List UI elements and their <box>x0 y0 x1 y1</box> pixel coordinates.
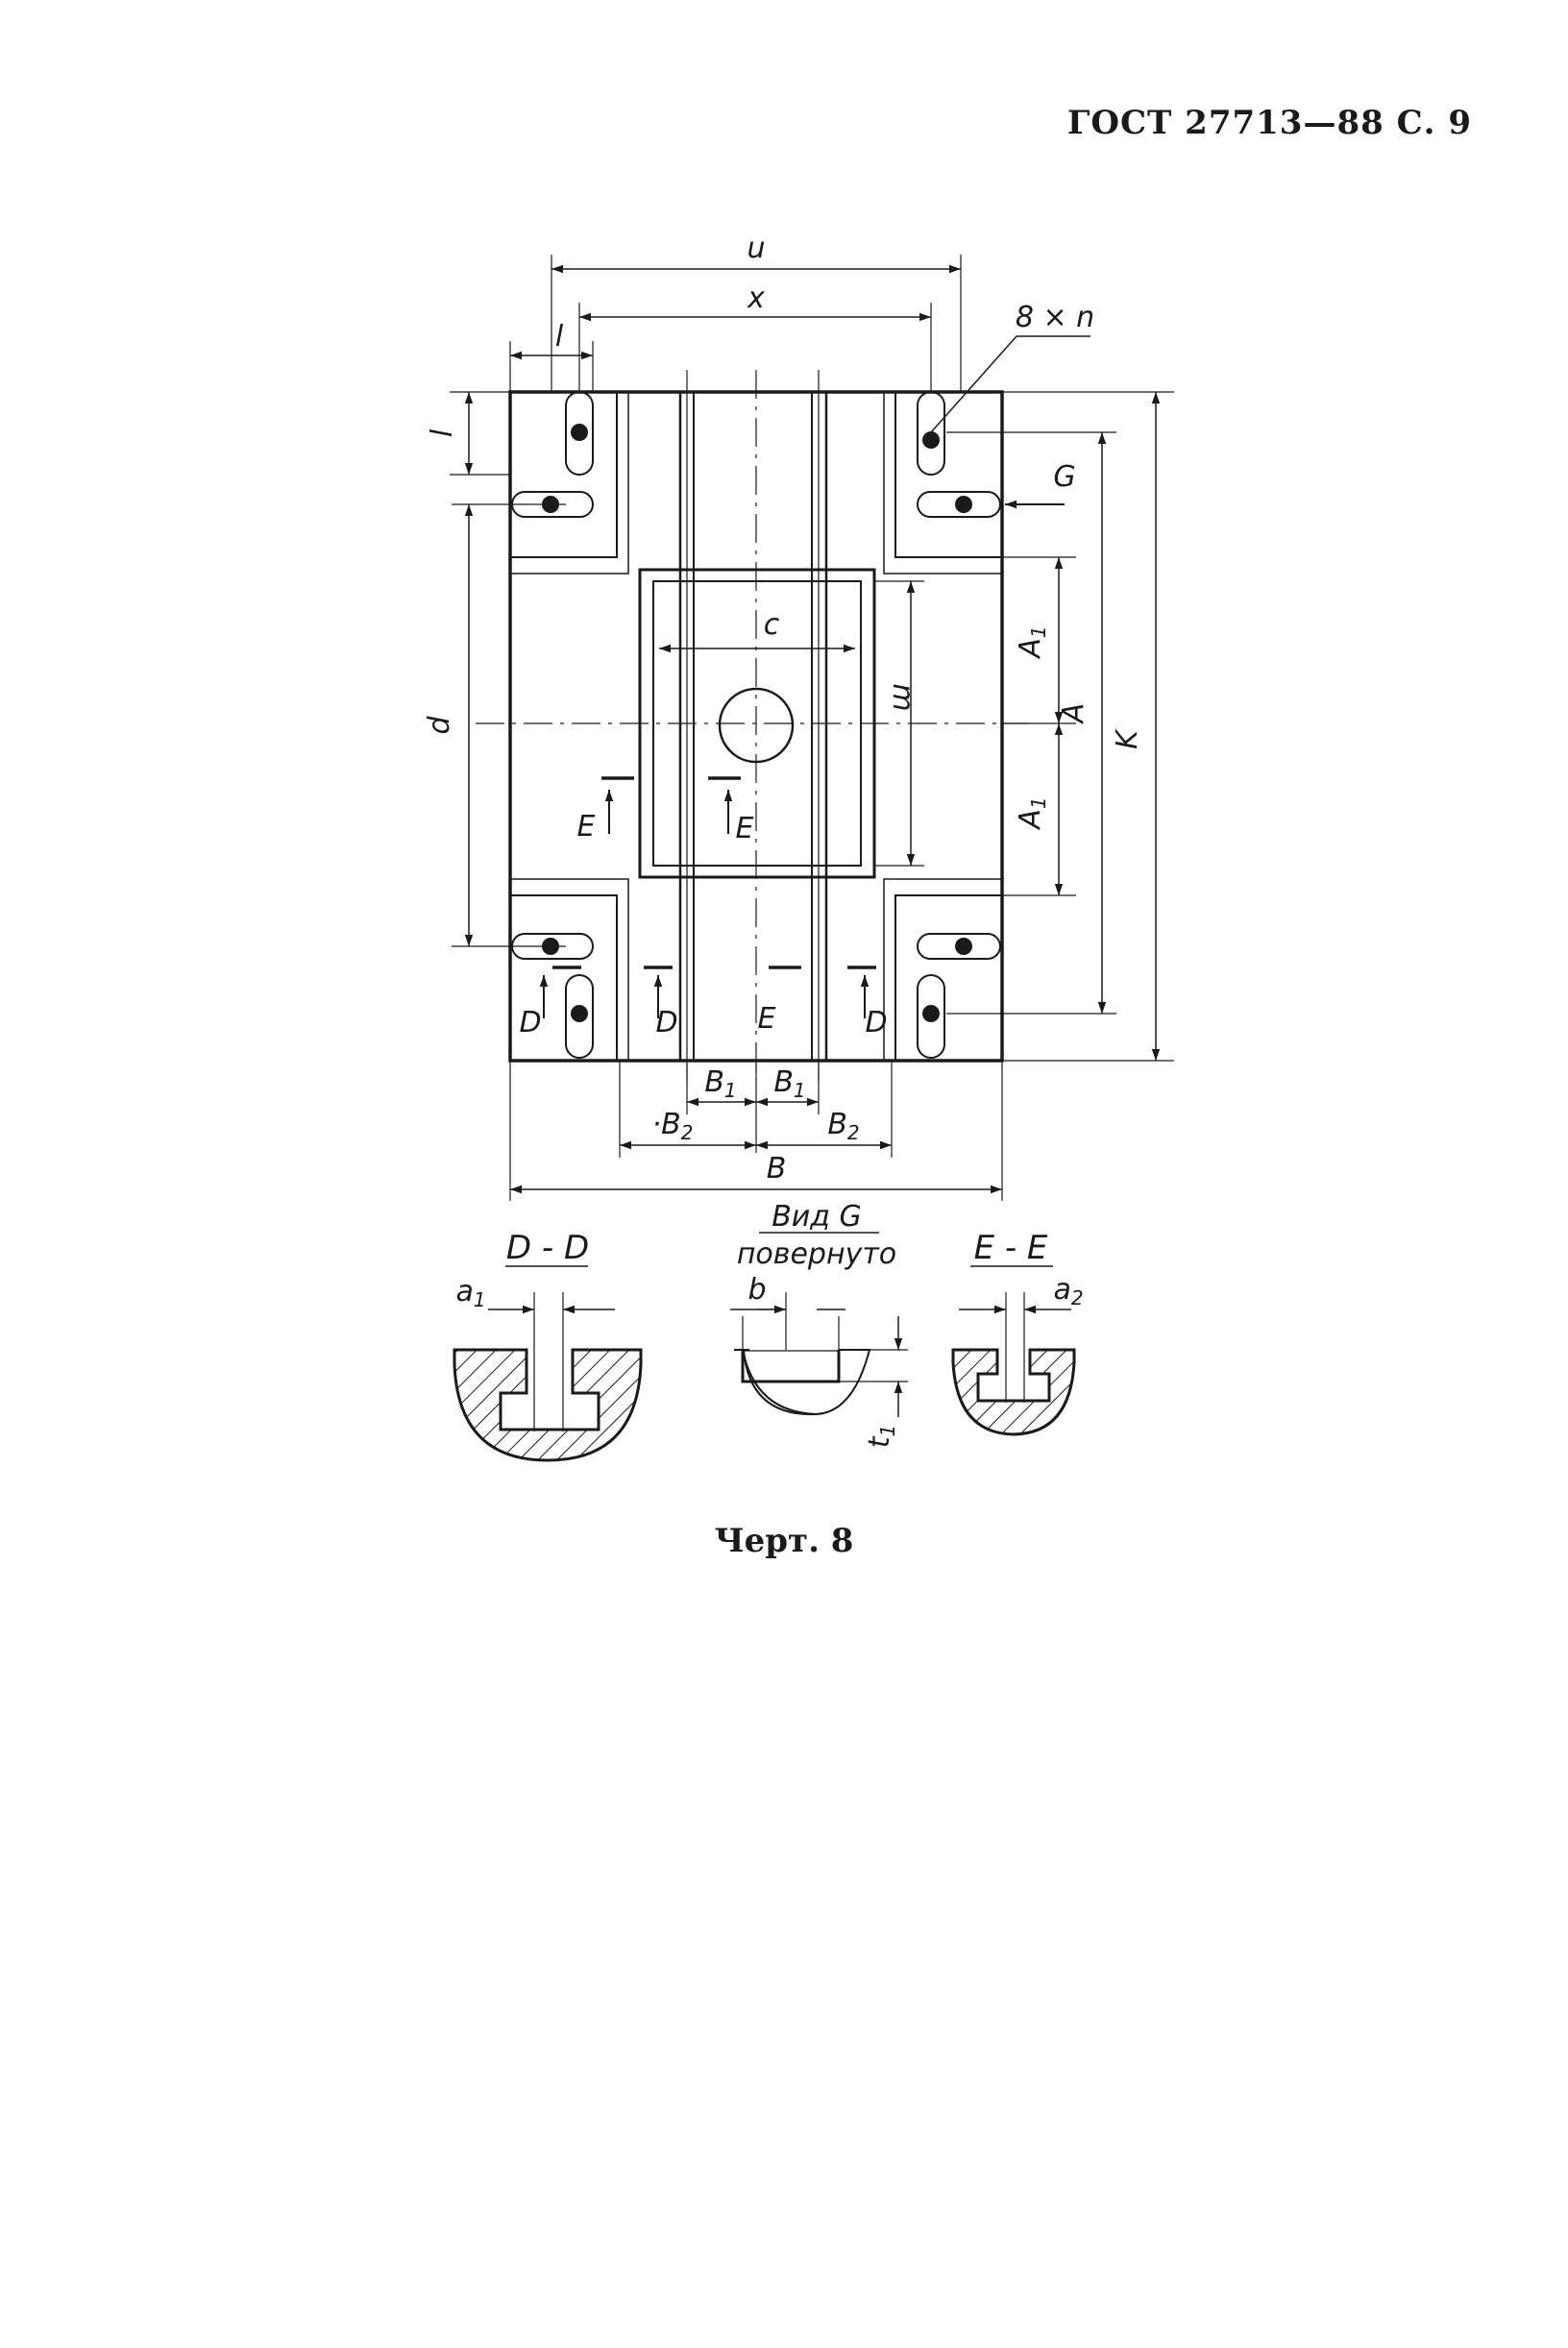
label-a: A <box>1057 703 1090 725</box>
mark-e-center: E <box>736 812 754 845</box>
page-header: ГОСТ 27713—88 С. 9 <box>1066 104 1472 142</box>
center-lines <box>476 370 1028 1081</box>
label-b-small: b <box>747 1273 766 1307</box>
label-b1-right: B1 <box>773 1065 805 1102</box>
label-u: u <box>747 232 765 265</box>
label-l-top: l <box>555 320 564 354</box>
title-view-g: Вид G <box>772 1200 862 1234</box>
dimension-d: d <box>423 503 566 947</box>
label-b1-left: B1 <box>704 1065 736 1102</box>
figure-caption: Черт. 8 <box>714 1522 854 1560</box>
label-c: c <box>764 608 780 642</box>
dimension-a1-a: A1 A1 <box>1002 556 1076 896</box>
dimension-u: u <box>551 232 962 392</box>
label-k: K <box>1111 728 1144 749</box>
label-m: m <box>886 683 919 711</box>
section-view-d-d: D - D a1 <box>453 1229 643 1462</box>
central-frame <box>638 568 876 879</box>
dimension-b: B <box>509 1061 1003 1201</box>
dimension-c: c <box>659 608 855 653</box>
view-arrow-g: G <box>1005 460 1076 509</box>
dimension-m: m <box>874 580 924 867</box>
mark-e-left: E <box>577 810 596 844</box>
mark-d-mid: D <box>655 1006 677 1039</box>
mark-d-right: D <box>865 1006 887 1039</box>
label-b: B <box>767 1152 787 1186</box>
center-hole <box>718 687 795 764</box>
dimension-a: A <box>946 431 1116 1015</box>
section-markers: E E E D D D <box>519 776 888 1039</box>
mark-e-bottom: E <box>758 1002 776 1036</box>
subtitle-view-g: повернуто <box>737 1237 896 1271</box>
title-e-e: E - E <box>974 1229 1048 1267</box>
label-x: x <box>747 281 765 315</box>
label-l-side: l <box>426 428 459 437</box>
label-a1: a1 <box>455 1275 485 1311</box>
section-view-e-e: E - E a2 <box>951 1229 1084 1436</box>
label-a1-bottom: A1 <box>1014 796 1050 830</box>
dimension-l-top: l <box>509 320 594 392</box>
label-b2-left: ·B2 <box>652 1108 694 1144</box>
label-d: d <box>423 716 456 735</box>
dimension-l-side: l <box>426 391 510 476</box>
title-d-d: D - D <box>506 1229 589 1267</box>
dimension-b2: ·B2 B2 <box>619 1061 893 1158</box>
label-b2-right: B2 <box>827 1108 859 1144</box>
dimension-b1: B1 B1 <box>686 1061 820 1153</box>
label-8xn: 8 × n <box>1016 301 1094 334</box>
dimension-k: K <box>1002 391 1174 1062</box>
label-a2: a2 <box>1053 1273 1083 1309</box>
label-a1-top: A1 <box>1014 625 1050 659</box>
leader-8xn: 8 × n <box>930 301 1094 433</box>
label-t1: t1 <box>863 1425 899 1449</box>
dimension-x: x <box>578 281 932 392</box>
label-g: G <box>1053 460 1075 494</box>
t-slots <box>678 370 828 1081</box>
section-view-g: Вид G повернуто b <box>730 1200 908 1449</box>
corner-frames <box>510 392 1002 1061</box>
mark-d-left: D <box>519 1006 541 1039</box>
